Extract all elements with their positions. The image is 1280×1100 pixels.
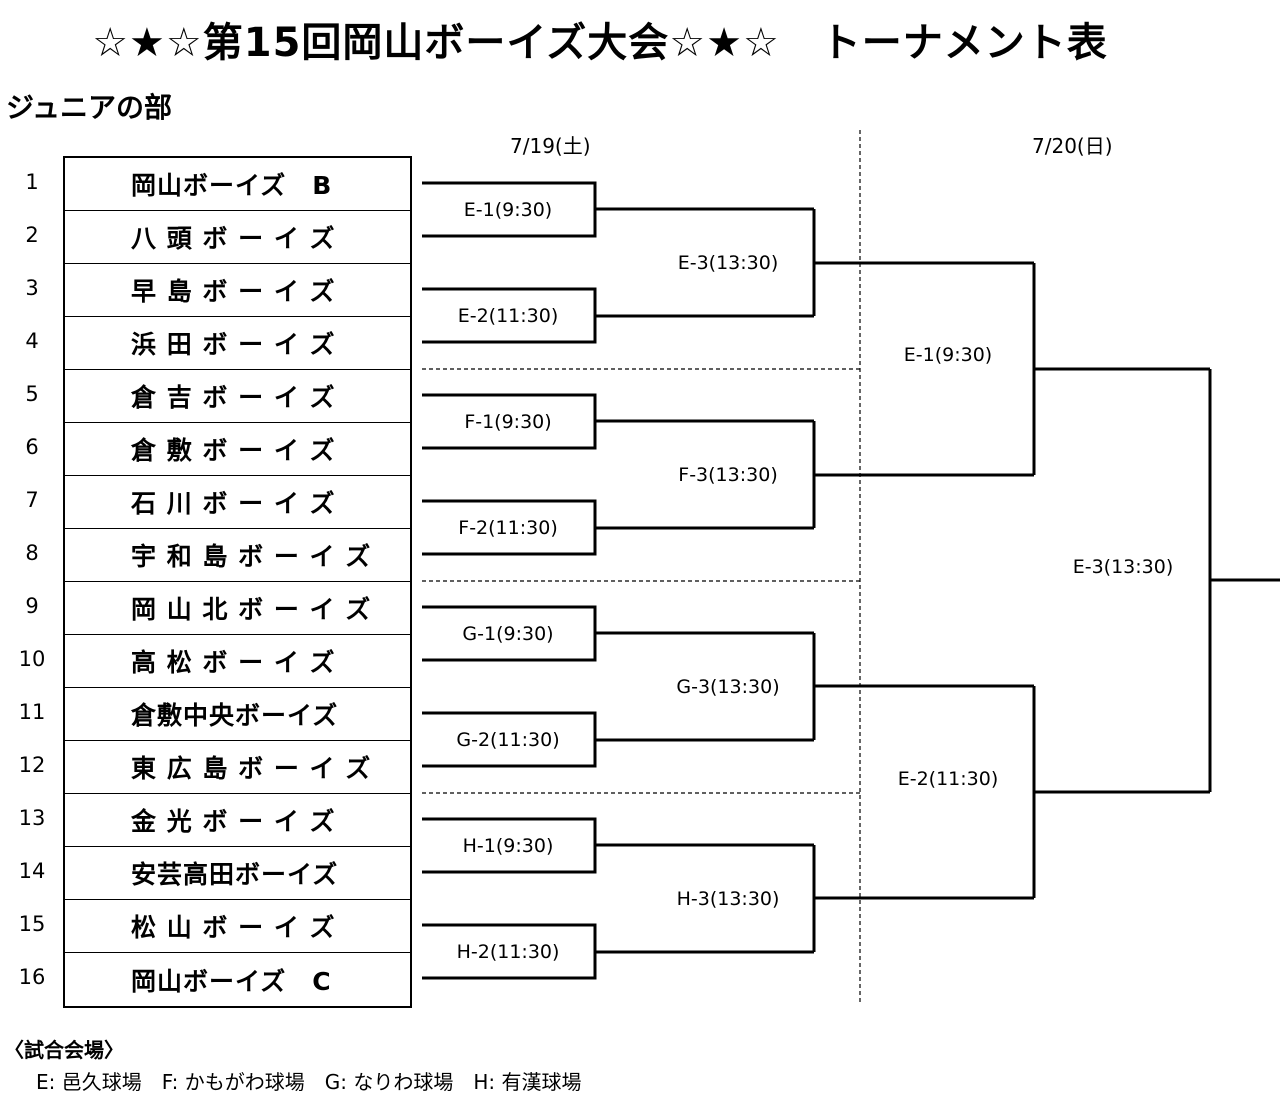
seed-number: 13 <box>18 806 46 830</box>
match-label: E-3(13:30) <box>1072 556 1174 578</box>
bracket-r1-e1 <box>422 181 814 238</box>
team-cell: 石 川 ボ ー イ ズ <box>65 476 410 529</box>
bracket-r1-g2 <box>422 711 814 768</box>
bracket-r2-h3 <box>812 845 1034 952</box>
team-cell: 早 島 ボ ー イ ズ <box>65 264 410 317</box>
bracket-r1-f1 <box>422 393 814 450</box>
bracket-final <box>1208 369 1280 792</box>
match-label: E-1(9:30) <box>463 199 553 221</box>
bracket-r2-f3 <box>812 421 1034 528</box>
team-cell: 岡山ボーイズ B <box>65 158 410 211</box>
bracket-r1-h2 <box>422 923 814 980</box>
match-label: E-2(11:30) <box>897 768 999 790</box>
match-label: G-1(9:30) <box>462 623 554 645</box>
team-cell: 浜 田 ボ ー イ ズ <box>65 317 410 370</box>
bracket-r2-e3 <box>812 209 1034 316</box>
match-label: H-3(13:30) <box>676 888 780 910</box>
team-cell: 倉 吉 ボ ー イ ズ <box>65 370 410 423</box>
date-day1: 7/19(土) <box>510 134 591 158</box>
bracket-r3-lower <box>1032 686 1210 898</box>
team-table: 岡山ボーイズ B 八 頭 ボ ー イ ズ 早 島 ボ ー イ ズ 浜 田 ボ ー… <box>63 156 412 1008</box>
team-cell: 倉 敷 ボ ー イ ズ <box>65 423 410 476</box>
seed-number: 14 <box>18 859 46 883</box>
match-label: G-3(13:30) <box>676 676 780 698</box>
team-cell: 高 松 ボ ー イ ズ <box>65 635 410 688</box>
page-title: ☆★☆第15回岡山ボーイズ大会☆★☆ トーナメント表 <box>92 20 1108 66</box>
team-cell: 八 頭 ボ ー イ ズ <box>65 211 410 264</box>
seed-number: 4 <box>25 329 39 353</box>
bracket-r1-e2 <box>422 287 814 344</box>
bracket-r1-h1 <box>422 817 814 874</box>
match-label: E-2(11:30) <box>457 305 559 327</box>
venue-list: E: 邑久球場 F: かもがわ球場 G: なりわ球場 H: 有漢球場 <box>36 1070 582 1094</box>
bracket-r1-f2 <box>422 499 814 556</box>
seed-number: 9 <box>25 594 39 618</box>
seed-number: 15 <box>18 912 46 936</box>
team-cell: 倉敷中央ボーイズ <box>65 688 410 741</box>
seed-number: 1 <box>25 170 39 194</box>
team-cell: 東 広 島 ボ ー イ ズ <box>65 741 410 794</box>
team-cell: 松 山 ボ ー イ ズ <box>65 900 410 953</box>
division-title: ジュニアの部 <box>6 91 173 124</box>
seed-number: 16 <box>18 965 46 989</box>
bracket-r2-g3 <box>812 633 1034 740</box>
match-label: F-3(13:30) <box>678 464 778 486</box>
date-day2: 7/20(日) <box>1032 134 1113 158</box>
bracket-r3-upper <box>1032 263 1210 475</box>
venue-heading: 〈試合会場〉 <box>4 1038 124 1062</box>
match-label: H-1(9:30) <box>462 835 554 857</box>
seed-number: 5 <box>25 382 39 406</box>
match-label: F-1(9:30) <box>464 411 552 433</box>
team-cell: 宇 和 島 ボ ー イ ズ <box>65 529 410 582</box>
seed-number: 10 <box>18 647 46 671</box>
seed-number: 2 <box>25 223 39 247</box>
match-label: E-3(13:30) <box>677 252 779 274</box>
match-label: G-2(11:30) <box>456 729 560 751</box>
match-label: F-2(11:30) <box>458 517 558 539</box>
seed-number: 6 <box>25 435 39 459</box>
seed-number: 11 <box>18 700 46 724</box>
seed-number: 3 <box>25 276 39 300</box>
seed-number: 7 <box>25 488 39 512</box>
team-cell: 安芸高田ボーイズ <box>65 847 410 900</box>
team-cell: 岡山ボーイズ C <box>131 966 332 996</box>
team-cell: 金 光 ボ ー イ ズ <box>65 794 410 847</box>
match-label: H-2(11:30) <box>456 941 560 963</box>
match-label: E-1(9:30) <box>903 344 993 366</box>
team-cell: 岡 山 北 ボ ー イ ズ <box>65 582 410 635</box>
bracket-r1-g1 <box>422 605 814 662</box>
seed-number: 8 <box>25 541 39 565</box>
seed-number: 12 <box>18 753 46 777</box>
